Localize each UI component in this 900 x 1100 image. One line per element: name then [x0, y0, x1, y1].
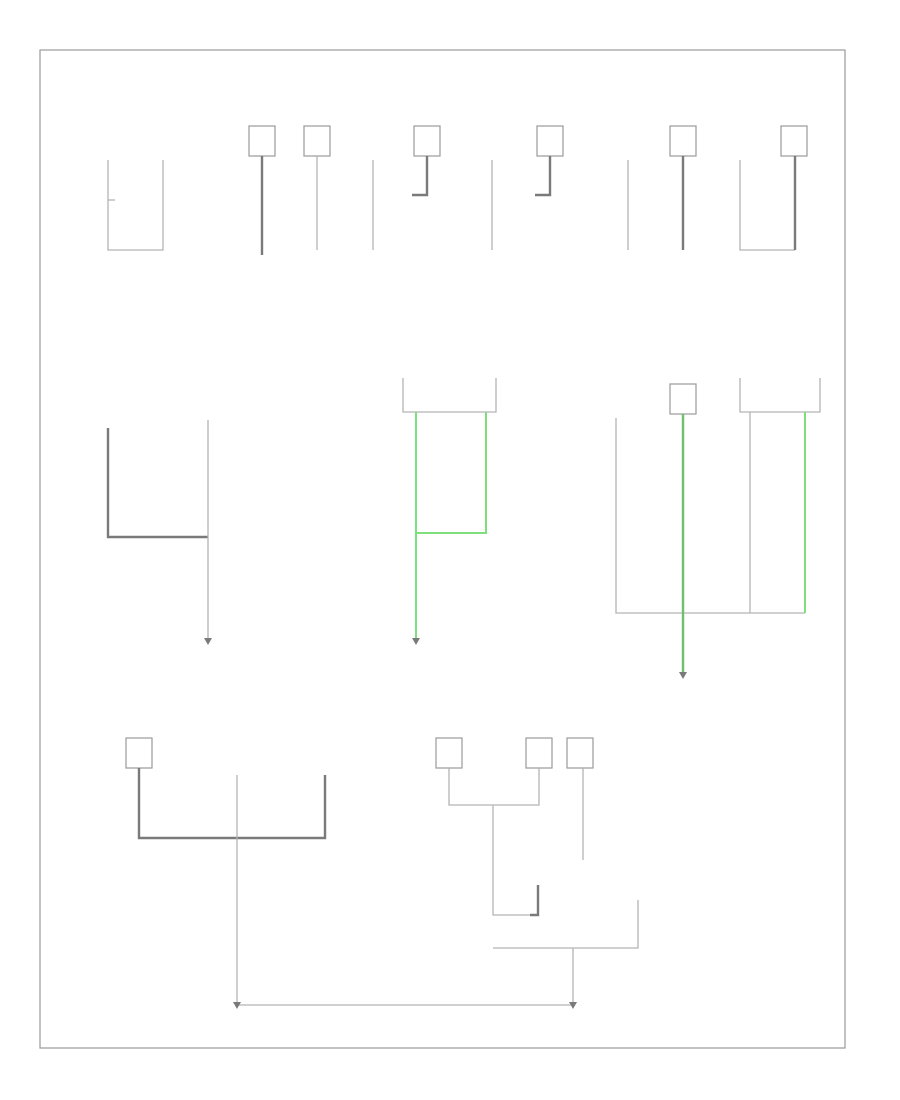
component-rear-lamp-left: [125, 737, 153, 769]
component-right-sidemarker: [669, 125, 697, 157]
wire-top-left-bracket: [107, 160, 164, 251]
wire-trunk-license-bus: [448, 768, 540, 806]
ground-symbol-g104: [233, 1002, 241, 1009]
component-left-headlamp: [248, 125, 276, 157]
wire-left-horn-ground: [106, 428, 208, 539]
component-left-signal: [413, 125, 441, 157]
component-control-module: [402, 378, 497, 413]
wire-right-bus: [615, 418, 805, 614]
top-row-ground-circuits: [107, 125, 808, 255]
component-trunk-lamp: [435, 737, 463, 769]
component-right-front-lamp: [780, 125, 808, 157]
wire-right-splice: [493, 900, 639, 949]
middle-center-ground-circuit: [402, 378, 497, 645]
wire-center-drop: [492, 805, 530, 916]
diagram-frame: [39, 49, 846, 1049]
wire-center-dark-stub: [530, 885, 540, 917]
wire-control-module-green-loop: [415, 412, 487, 534]
component-right-headlamp: [303, 125, 331, 157]
wire-left-signal-ground: [412, 156, 429, 197]
component-license-lamp: [525, 737, 553, 769]
bottom-left-ground-circuit: [125, 737, 573, 1009]
component-rear-sensor: [566, 737, 594, 769]
ground-symbol-g102: [412, 638, 420, 645]
wire-right-signal-ground: [535, 156, 552, 197]
wire-rear-lamps-bus: [137, 768, 327, 840]
ground-symbol-g103: [679, 672, 687, 679]
wire-group5-bracket: [739, 160, 795, 251]
component-right-signal: [536, 125, 564, 157]
middle-right-ground-circuit: [615, 378, 821, 679]
component-audio-unit: [669, 383, 697, 415]
ground-symbol-g105: [569, 1002, 577, 1009]
bottom-right-ground-circuit: [435, 737, 639, 1009]
component-module-outline: [739, 378, 821, 413]
ground-symbol-g101: [204, 638, 212, 645]
middle-left-ground-circuit: [106, 420, 212, 645]
